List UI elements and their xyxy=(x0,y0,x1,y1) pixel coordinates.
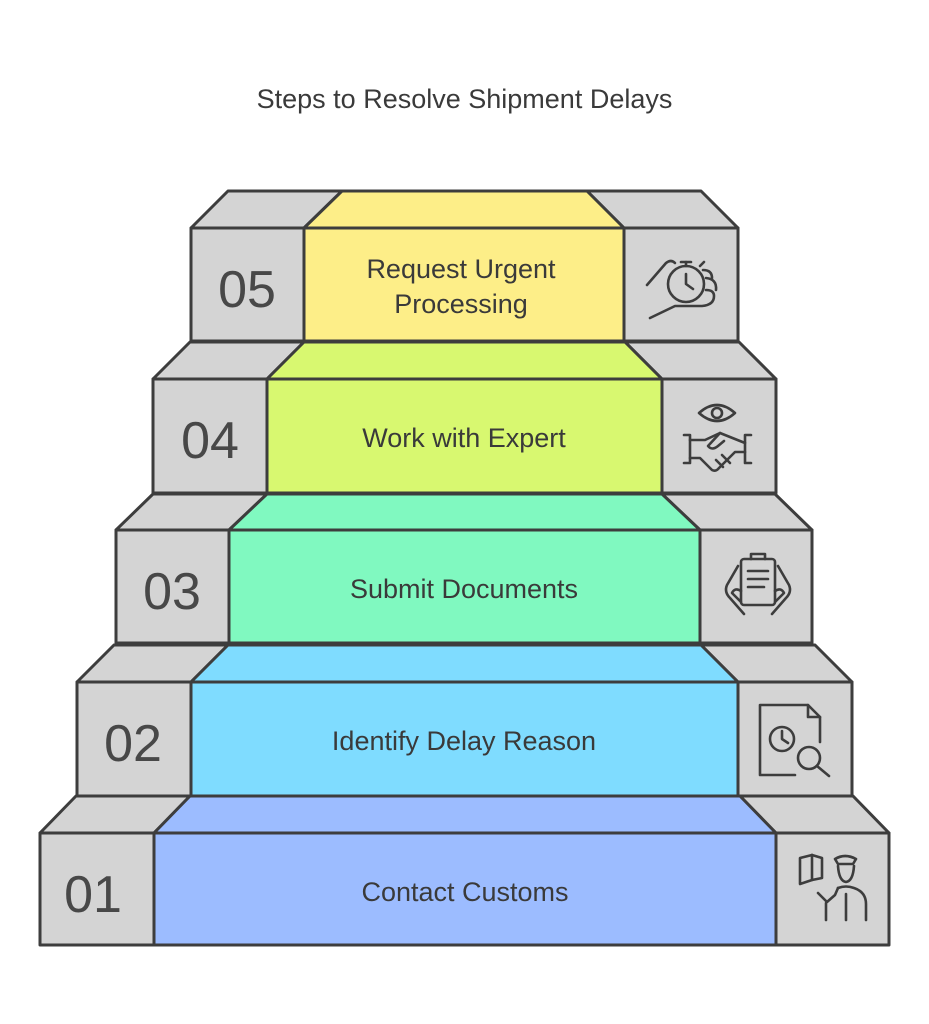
hand-stopwatch-icon xyxy=(645,259,718,320)
step-02-label: Identify Delay Reason xyxy=(332,726,596,756)
step-02-label-block xyxy=(189,680,740,798)
step-03: 03 Submit Documents xyxy=(114,492,814,645)
customs-officer-icon xyxy=(798,853,868,922)
step-01-icon-block xyxy=(774,831,891,947)
step-01-number: 01 xyxy=(64,866,122,924)
step-04-color-top xyxy=(265,340,664,381)
step-04-icon-block xyxy=(660,377,778,495)
step-04-number: 04 xyxy=(181,412,239,470)
step-05-color-top xyxy=(302,189,626,230)
step-02-number: 02 xyxy=(104,715,162,773)
step-04-label: Work with Expert xyxy=(362,423,566,453)
step-03-number-block xyxy=(114,528,231,645)
step-05-number-block xyxy=(189,226,306,343)
diagram-title: Steps to Resolve Shipment Delays xyxy=(257,84,673,114)
step-03-number: 03 xyxy=(143,563,201,621)
step-01-color-top xyxy=(152,794,778,835)
step-05-icon-block xyxy=(622,226,740,343)
step-03-color-top xyxy=(227,492,702,532)
step-03-label: Submit Documents xyxy=(350,574,578,604)
step-01-label-block xyxy=(152,831,778,947)
step-02-color-top xyxy=(189,643,740,684)
step-04-label-block xyxy=(265,377,664,495)
step-04: 04 Work with Expert xyxy=(151,340,778,495)
step-01-label: Contact Customs xyxy=(361,877,568,907)
hands-holding-clipboard-icon xyxy=(724,552,792,616)
step-05-label-line-1: Request Urgent xyxy=(366,254,556,284)
step-05: 05 Request Urgent Processing xyxy=(189,189,740,343)
step-02-number-block xyxy=(75,680,193,798)
step-02: 02 Identify Delay Reason xyxy=(75,643,854,798)
document-clock-search-icon xyxy=(758,703,831,778)
step-05-number: 05 xyxy=(218,261,276,319)
step-05-label-line-2: Processing xyxy=(394,289,528,319)
step-01-number-block xyxy=(38,831,156,947)
handshake-eye-icon xyxy=(682,403,753,472)
step-05-label-block xyxy=(302,226,626,343)
step-03-icon-block xyxy=(698,528,814,645)
step-01: 01 Contact Customs xyxy=(38,794,891,947)
